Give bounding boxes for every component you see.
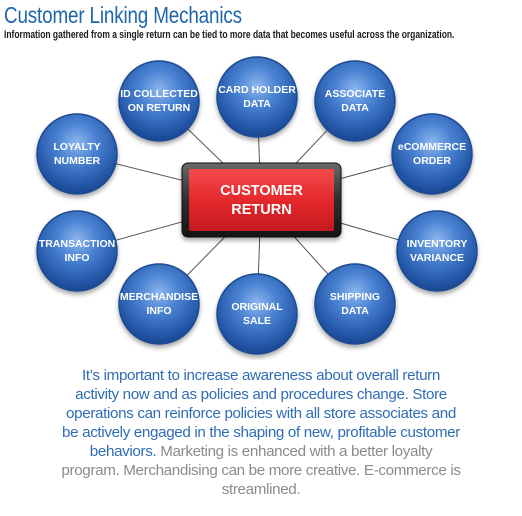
linking-diagram: CARD HOLDER DATA ASSOCIATE DATA eCOMMERC…	[36, 56, 478, 355]
node-label-line1: ORIGINAL	[231, 301, 283, 313]
node-label-line2: SALE	[243, 315, 271, 327]
diagram-title: Customer Linking Mechanics	[4, 2, 242, 28]
node-card-holder-data: CARD HOLDER DATA	[216, 56, 298, 138]
node-circle	[36, 113, 118, 195]
node-label-line1: ASSOCIATE	[325, 88, 385, 100]
node-circle	[36, 210, 118, 292]
center-panel	[189, 169, 334, 231]
node-transaction-info: TRANSACTION INFO	[36, 210, 118, 292]
node-label-line1: TRANSACTION	[39, 238, 115, 250]
node-circle	[118, 60, 200, 142]
node-merchandise-info: MERCHANDISE INFO	[118, 263, 200, 345]
node-id-collected-on-return: ID COLLECTED ON RETURN	[118, 60, 200, 142]
center-label-line1: CUSTOMER	[220, 183, 303, 199]
node-label-line2: INFO	[146, 305, 171, 317]
node-label-line2: DATA	[243, 98, 271, 110]
node-associate-data: ASSOCIATE DATA	[314, 60, 396, 142]
node-label-line2: NUMBER	[54, 155, 100, 167]
node-label-line2: DATA	[341, 305, 369, 317]
node-label-line1: ID COLLECTED	[120, 88, 198, 100]
node-label-line1: LOYALTY	[53, 141, 100, 153]
node-circle	[396, 210, 478, 292]
node-circle	[314, 263, 396, 345]
node-circle	[216, 56, 298, 138]
node-original-sale: ORIGINAL SALE	[216, 273, 298, 355]
node-circle	[391, 113, 473, 195]
body-highlight-text: It’s important to increase awareness abo…	[62, 367, 460, 460]
body-paragraph: It’s important to increase awareness abo…	[60, 366, 462, 499]
node-label-line2: ON RETURN	[128, 102, 190, 114]
node-circle	[118, 263, 200, 345]
body-rest-text: Marketing is enhanced with a better loya…	[61, 443, 461, 498]
node-label-line1: MERCHANDISE	[120, 291, 198, 303]
node-label-line1: INVENTORY	[407, 238, 468, 250]
node-label-line2: DATA	[341, 102, 369, 114]
node-label-line2: VARIANCE	[410, 252, 464, 264]
center-label-line2: RETURN	[231, 202, 291, 218]
center-customer-return: CUSTOMER RETURN	[181, 162, 342, 238]
node-ecommerce-order: eCOMMERCE ORDER	[391, 113, 473, 195]
node-label-line1: CARD HOLDER	[218, 84, 296, 96]
diagram-subtitle: Information gathered from a single retur…	[4, 29, 455, 41]
node-shipping-data: SHIPPING DATA	[314, 263, 396, 345]
node-circle	[216, 273, 298, 355]
node-label-line1: SHIPPING	[330, 291, 380, 303]
node-label-line2: ORDER	[413, 155, 451, 167]
node-label-line1: eCOMMERCE	[398, 141, 466, 153]
node-label-line2: INFO	[64, 252, 89, 264]
node-circle	[314, 60, 396, 142]
node-inventory-variance: INVENTORY VARIANCE	[396, 210, 478, 292]
node-loyalty-number: LOYALTY NUMBER	[36, 113, 118, 195]
